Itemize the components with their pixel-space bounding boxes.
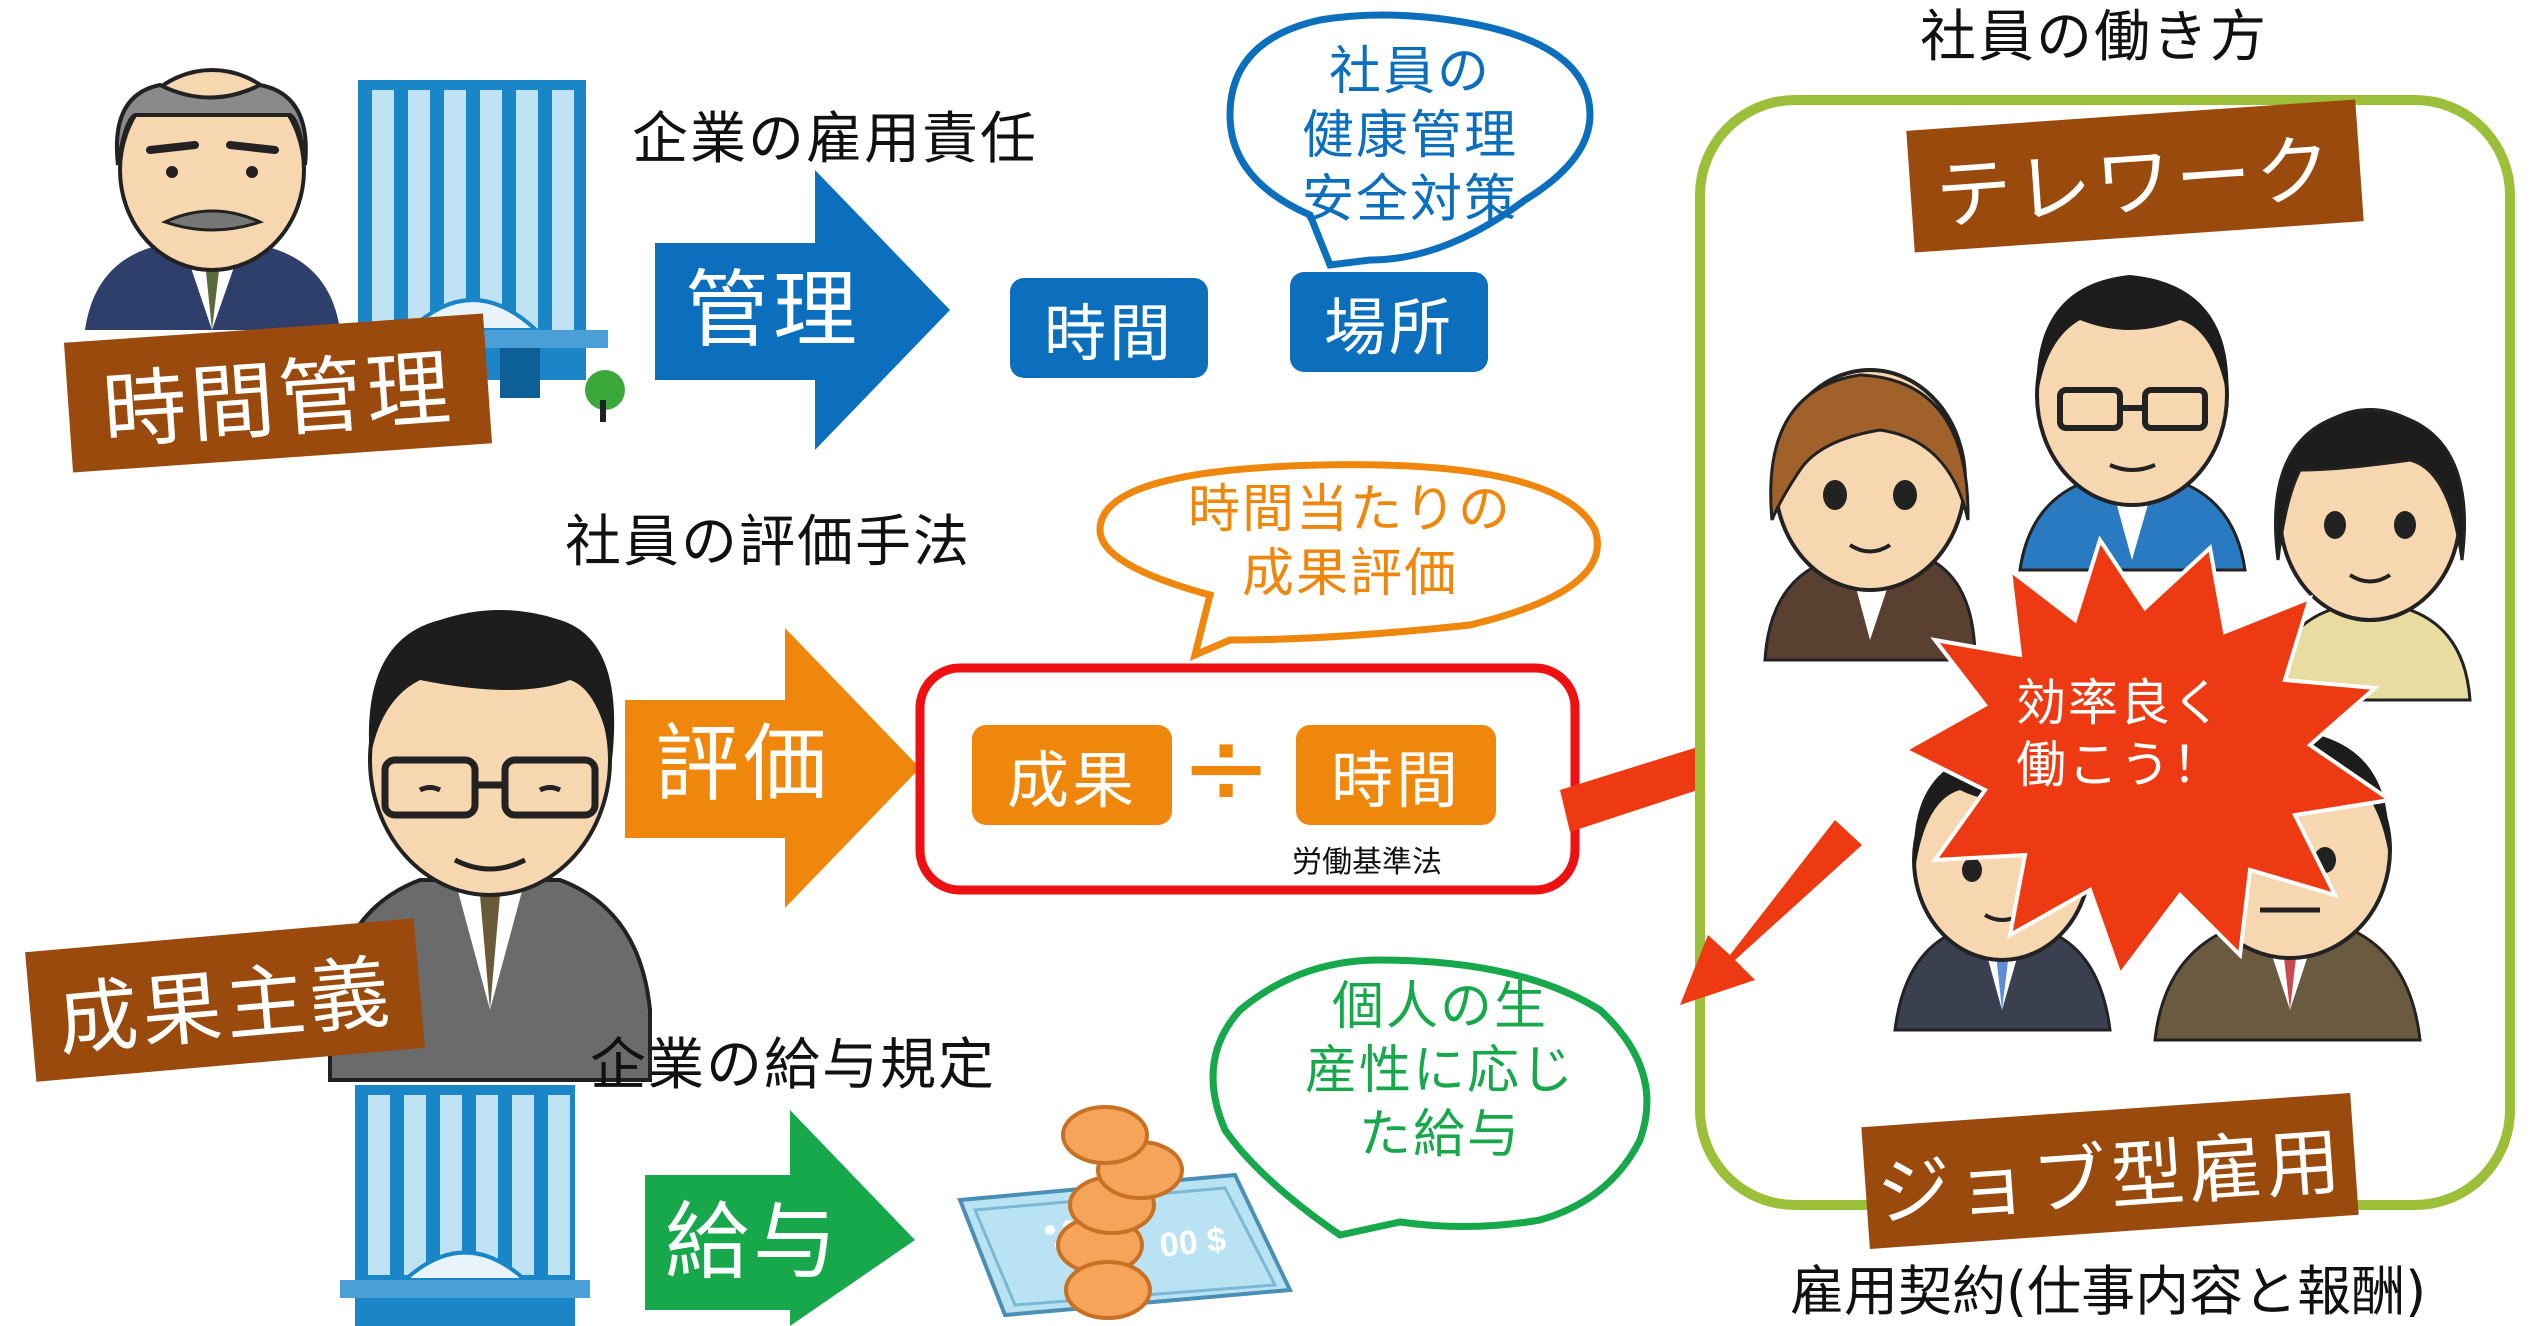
- productivity-pay-text: 個人の生 産性に応じ た給与: [1260, 975, 1620, 1167]
- place-box: 場所: [1290, 272, 1488, 372]
- health-safety-bubble: [1226, 11, 1594, 269]
- employer-responsibility-caption: 企業の雇用責任: [632, 107, 1038, 172]
- evaluation-formula-frame: [915, 663, 1580, 895]
- salary-arrow: [645, 1110, 915, 1326]
- burst-line-2: 働こう！: [2016, 736, 2224, 794]
- company-building-bottom: [340, 1085, 590, 1326]
- burst-line-1: 効率良く: [2016, 674, 2224, 732]
- health-safety-text: 社員の 健康管理 安全対策: [1270, 40, 1550, 232]
- evaluation-method-caption: 社員の評価手法: [565, 510, 971, 575]
- money-illustration: 00 $: [957, 1105, 1294, 1320]
- efficiency-burst-text: 効率良く 働こう！: [1990, 672, 2250, 796]
- per-hour-evaluation-text: 時間当たりの 成果評価: [1120, 478, 1580, 606]
- time-divisor-box: 時間: [1296, 725, 1496, 825]
- to-salary-arrow: [1680, 820, 1862, 1005]
- health-safety-line-3: 安全対策: [1301, 170, 1518, 230]
- salary-arrow-label: 給与: [665, 1193, 842, 1291]
- team-member-woman-left: [1763, 368, 1977, 662]
- divide-symbol: ÷: [1180, 703, 1273, 831]
- productivity-line-2: 産性に応じ: [1304, 1041, 1575, 1101]
- per-hour-line-1: 時間当たりの: [1187, 480, 1512, 540]
- time-box: 時間: [1010, 278, 1208, 378]
- evaluate-arrow: [625, 628, 920, 908]
- productivity-line-3: た給与: [1358, 1105, 1521, 1165]
- team-member-woman-right: [2268, 408, 2472, 702]
- manager-portrait: [85, 68, 340, 330]
- salary-rules-caption: 企業の給与規定: [590, 1033, 996, 1098]
- productivity-pay-bubble: [1209, 956, 1651, 1239]
- labor-standards-note: 労働基準法: [1292, 845, 1442, 880]
- evaluate-arrow-label: 評価: [655, 715, 832, 813]
- bill-denomination: 00 $: [1158, 1220, 1228, 1265]
- manage-arrow: [655, 170, 950, 450]
- manage-arrow-label: 管理: [685, 261, 862, 359]
- health-safety-line-1: 社員の: [1328, 42, 1491, 102]
- efficiency-burst: [1900, 535, 2396, 980]
- work-style-title: 社員の働き方: [1920, 5, 2268, 70]
- productivity-line-1: 個人の生: [1331, 977, 1548, 1037]
- health-safety-line-2: 健康管理: [1301, 106, 1518, 166]
- employment-contract-caption: 雇用契約(仕事内容と報酬): [1790, 1260, 2427, 1323]
- team-member-man-top: [2018, 275, 2247, 572]
- per-hour-line-2: 成果評価: [1241, 544, 1458, 604]
- result-box: 成果: [972, 725, 1172, 825]
- per-hour-evaluation-bubble: [1096, 461, 1601, 661]
